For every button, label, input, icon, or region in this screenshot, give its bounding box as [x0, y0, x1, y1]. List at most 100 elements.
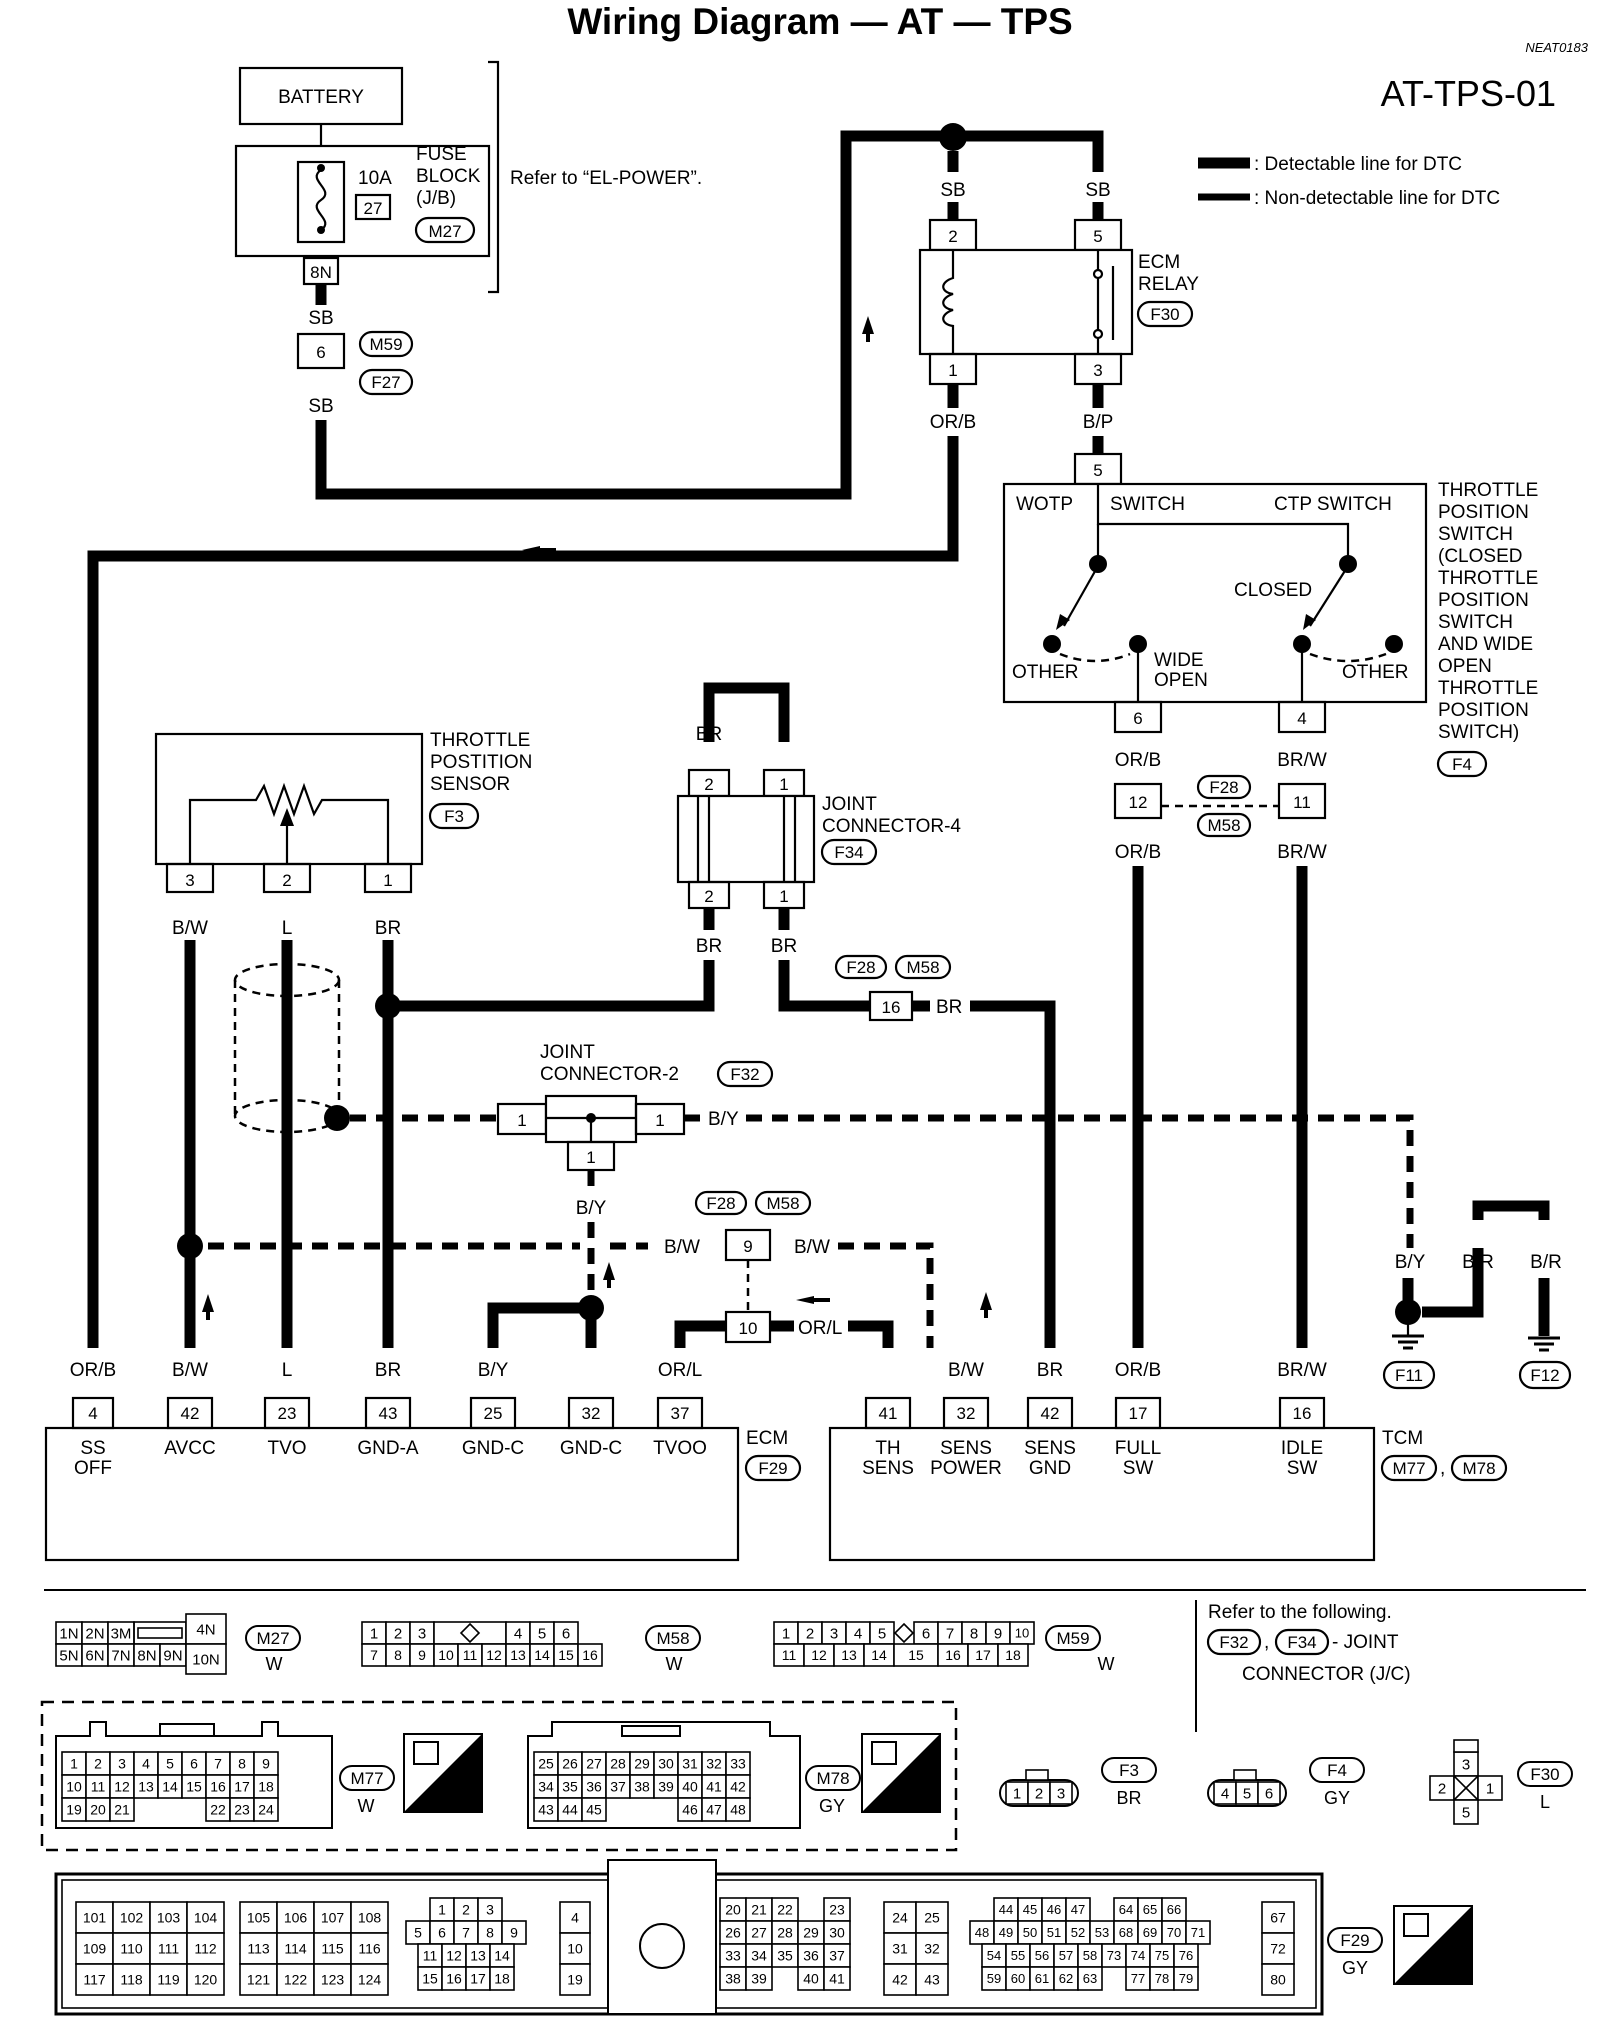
- f29-g1-2-1-cell: [112, 1963, 151, 1996]
- m77-1-4-pin: 14: [162, 1779, 178, 1795]
- f29-g7-2-2-pin: 56: [1035, 1948, 1049, 1963]
- f29-g7-3-8-pin: 79: [1179, 1971, 1193, 1986]
- m78-color: GY: [819, 1796, 845, 1816]
- f29-g8-2-cell: [1261, 1963, 1295, 1996]
- f29-g7-2-5-pin: 73: [1107, 1948, 1121, 1963]
- svg-text:42: 42: [1041, 1404, 1060, 1423]
- tcm-pin-1: B/W 32 SENS POWER: [930, 1360, 1002, 1479]
- f30-left-pin: 2: [1438, 1780, 1446, 1797]
- f29-g2-1-1-pin: 114: [284, 1941, 307, 1957]
- svg-text:POSITION: POSITION: [1438, 700, 1529, 721]
- switch-label: SWITCH: [1110, 494, 1185, 515]
- f29-g7-2-3-pin: 57: [1059, 1948, 1073, 1963]
- m77-1-3-pin: 13: [138, 1779, 154, 1795]
- ecm-box: [44, 1426, 740, 1562]
- m78-1-6-pin: 40: [682, 1779, 698, 1795]
- f29-g3-1-1-pin: 6: [438, 1925, 446, 1941]
- svg-text:17: 17: [1129, 1404, 1148, 1423]
- m59-r2-3-pin: 14: [871, 1647, 887, 1663]
- f28-tag-2: F28: [846, 958, 875, 977]
- f29-g6-0-0-pin: 24: [892, 1910, 908, 1926]
- f29-g2-2-2-cell: [313, 1963, 352, 1996]
- m78-id: M78: [816, 1769, 849, 1788]
- m59-tag: M59: [369, 335, 402, 354]
- f29-g1-1-0-pin: 109: [83, 1941, 107, 1957]
- page-title: Wiring Diagram — AT — TPS: [567, 1, 1072, 42]
- ecm-label: ECM: [746, 1428, 788, 1449]
- f29-g6-0-1-pin: 25: [924, 1910, 940, 1926]
- f29-center-hole: [639, 1923, 685, 1969]
- f29-id: F29: [1340, 1931, 1369, 1950]
- m77-0-8-pin: 9: [262, 1756, 270, 1772]
- f29-g8-0-pin: 67: [1270, 1910, 1286, 1926]
- tp-switch-conn: F4: [1452, 755, 1472, 774]
- f29-g3-1-0-pin: 5: [414, 1925, 422, 1941]
- m77-2-7-pin: 23: [234, 1802, 250, 1818]
- f29-g6-1-0-pin: 31: [892, 1941, 908, 1957]
- f29-g5-1-1-pin: 27: [751, 1925, 767, 1941]
- f29-g1-2-3-cell: [186, 1963, 225, 1996]
- jc2-pin1-r: 1: [655, 1111, 664, 1130]
- legend-detectable-text: : Detectable line for DTC: [1254, 154, 1462, 175]
- svg-text:GND-A: GND-A: [357, 1438, 419, 1459]
- tcm-pin-0: 41 TH SENS: [862, 1396, 914, 1479]
- f29-g5-0-4-pin: 23: [829, 1902, 845, 1918]
- wotp-label: WOTP: [1016, 494, 1073, 515]
- f29-g2-0-0-pin: 105: [247, 1910, 271, 1926]
- f29-g5-1-3-pin: 29: [803, 1925, 819, 1941]
- f29-g5-0-2-pin: 22: [777, 1902, 793, 1918]
- m77-0-1-pin: 2: [94, 1756, 102, 1772]
- m58-r2-9-cell: [577, 1643, 603, 1667]
- ecm-pin-2: L 23 TVO: [263, 1360, 311, 1459]
- f29-g7-0-5-pin: 64: [1119, 1902, 1133, 1917]
- m78-hs-fill: [862, 1734, 940, 1812]
- svg-text:32: 32: [957, 1404, 976, 1423]
- wire-br-gnd-1: B/R: [1462, 1252, 1494, 1273]
- f29-g7-3-1-pin: 60: [1011, 1971, 1025, 1986]
- svg-text:L: L: [282, 1360, 293, 1381]
- f29-g7-3-6-pin: 77: [1131, 1971, 1145, 1986]
- f29-g2-2-3-pin: 124: [358, 1972, 382, 1988]
- m59-r1-4-pin: 5: [878, 1625, 886, 1642]
- wire-orl-10: OR/L: [798, 1318, 842, 1339]
- f29-g7-0-3-pin: 47: [1071, 1902, 1085, 1917]
- f29-g5-3-4-cell: [823, 1966, 851, 1991]
- f30-left-cell: [1429, 1775, 1455, 1801]
- m58-r2-2-pin: 9: [418, 1647, 426, 1663]
- m78-0-3-pin: 28: [610, 1756, 626, 1772]
- f4-latch: [1233, 1769, 1257, 1781]
- f3-latch: [1025, 1769, 1049, 1781]
- m27-r2-3-pin: 8N: [137, 1647, 156, 1664]
- refer-line1: Refer to the following.: [1208, 1602, 1392, 1623]
- m27-r2-1-pin: 6N: [85, 1647, 104, 1664]
- f29-g2-2-0-cell: [239, 1963, 278, 1996]
- svg-text:SWITCH): SWITCH): [1438, 722, 1519, 743]
- f29-g4-2-cell: [559, 1963, 591, 1996]
- m78-0-0-pin: 25: [538, 1756, 554, 1772]
- m77-2-2-pin: 21: [114, 1802, 130, 1818]
- svg-text:SENS: SENS: [862, 1458, 914, 1479]
- svg-text:FULL: FULL: [1115, 1438, 1161, 1459]
- svg-text:POSTITION: POSTITION: [430, 752, 532, 773]
- svg-text:THROTTLE: THROTTLE: [1438, 678, 1538, 699]
- m59-r2-5-pin: 16: [945, 1647, 961, 1663]
- f29-g1-0-2-pin: 103: [157, 1910, 181, 1926]
- svg-text:TVO: TVO: [267, 1438, 306, 1459]
- f29-g7-0-7-pin: 66: [1167, 1902, 1181, 1917]
- m59-r2-4-pin: 15: [908, 1647, 924, 1663]
- m59-r1-6-pin: 6: [922, 1625, 930, 1642]
- f29-tag: [1327, 1927, 1383, 1953]
- other-label-1: OTHER: [1012, 662, 1079, 683]
- m78-0-4-pin: 29: [634, 1756, 650, 1772]
- m59-r1-3-pin: 4: [854, 1625, 862, 1642]
- m77-2-8-cell: [253, 1797, 279, 1822]
- m77-0-5-pin: 6: [190, 1756, 198, 1772]
- svg-text:THROTTLE: THROTTLE: [1438, 480, 1538, 501]
- svg-text:THROTTLE: THROTTLE: [1438, 568, 1538, 589]
- f29-g7-3-4-cell: [1077, 1966, 1103, 1991]
- m78-2-2-cell: [581, 1797, 607, 1822]
- m78-0-5-pin: 30: [658, 1756, 674, 1772]
- m78-hs-icon: [871, 1741, 897, 1765]
- f29-g4-0-cell: [559, 1901, 591, 1934]
